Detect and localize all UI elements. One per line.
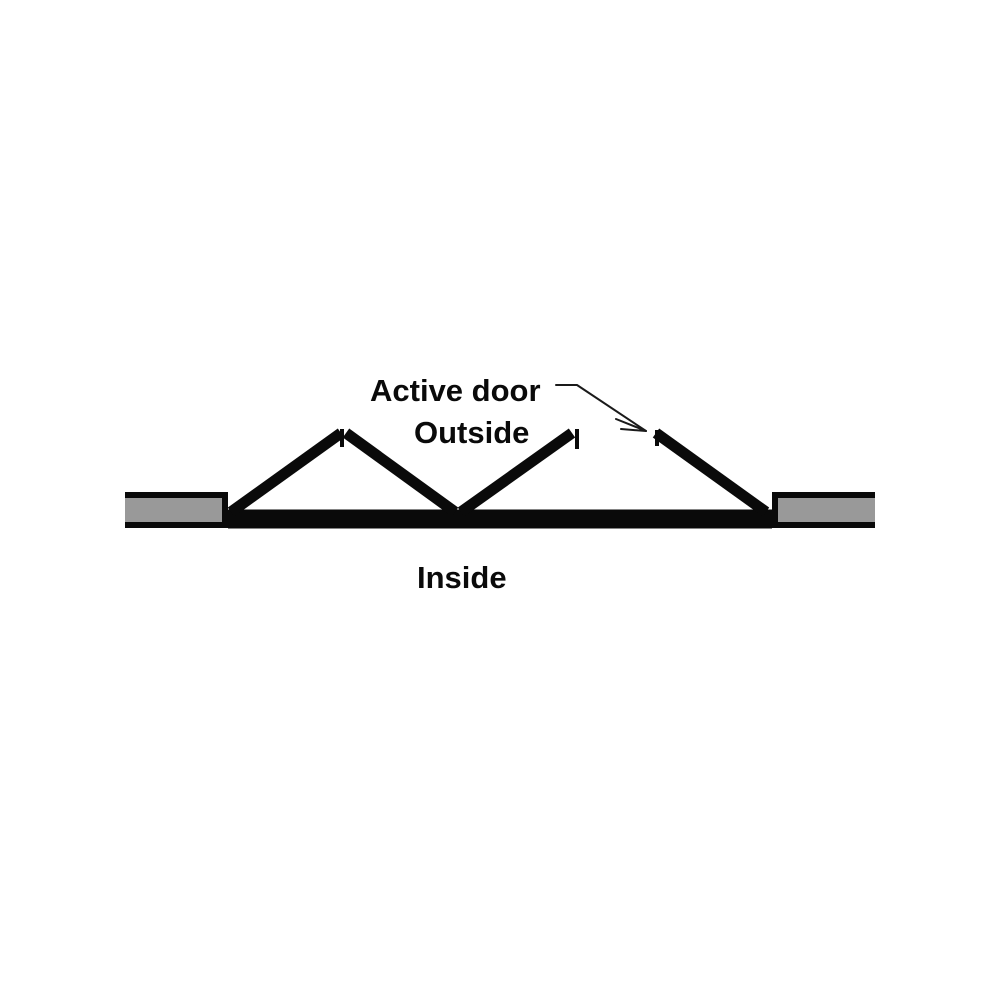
label-inside: Inside [417, 560, 507, 595]
door-leaf-2 [342, 428, 459, 517]
label-group: Active door Outside Inside [370, 373, 541, 595]
arrow-head-icon [615, 418, 647, 432]
left-wall-right-edge [222, 492, 228, 528]
left-wall-top-edge [125, 492, 228, 498]
wall-group [125, 492, 875, 528]
label-outside: Outside [414, 415, 529, 450]
right-wall-top-edge [772, 492, 875, 498]
door-leaf-3 [457, 428, 576, 517]
right-wall-bottom-edge [772, 522, 875, 528]
door-leaf-group [227, 428, 770, 517]
right-wall-left-edge [772, 492, 778, 528]
left-wall-segment [125, 492, 228, 528]
leader-line [555, 384, 647, 432]
door-leaf-1 [227, 428, 345, 517]
door-leaf-4-active [652, 428, 770, 517]
right-wall-segment [772, 492, 875, 528]
active-door-leader-arrow [555, 384, 647, 432]
label-active-door: Active door [370, 373, 541, 408]
left-wall-bottom-edge [125, 522, 228, 528]
hinge-tick-group [340, 429, 659, 449]
